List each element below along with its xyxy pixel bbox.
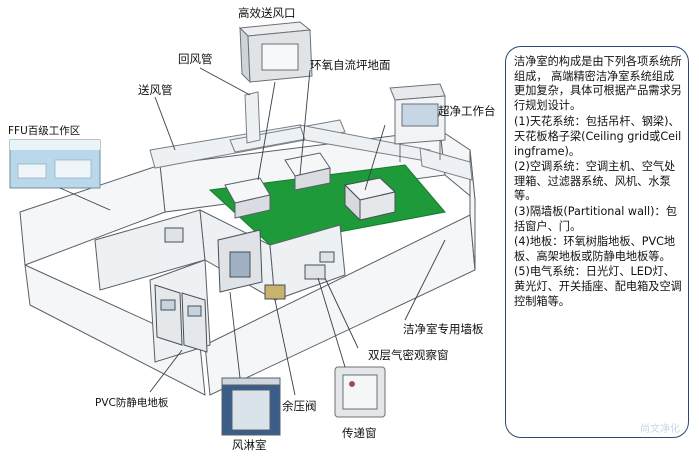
fixture-c xyxy=(304,264,326,280)
door-window-right xyxy=(187,305,202,317)
hepa-box-2-side xyxy=(294,167,331,191)
info-item-electrical: (5)电气系统：日光灯、LED灯、黄光灯、开关插座、配电箱及空调控制箱等。 xyxy=(514,265,682,308)
label-air-shower: 风淋室 xyxy=(232,438,267,452)
label-epoxy-floor: 环氧自流坪地面 xyxy=(310,58,391,72)
pass-box-img-knob xyxy=(349,381,355,387)
leader-ffu xyxy=(59,187,111,211)
front-door-left xyxy=(154,284,183,346)
leader-valve xyxy=(274,299,296,396)
return-duct-vertical xyxy=(244,91,261,144)
wall-fixtures xyxy=(164,227,335,300)
label-ffu-zone: FFU百级工作区 xyxy=(8,125,81,137)
label-hepa-outlet: 高效送风口 xyxy=(238,6,296,20)
info-item-hvac: (2)空调系统：空调主机、空气处理箱、过滤器系统、风机、水泵等。 xyxy=(514,160,676,203)
info-item-floor: (4)地板：环氧树脂地板、PVC地板、高架地板或防静电地板等。 xyxy=(514,235,676,263)
ffu-photo xyxy=(9,139,101,189)
door-window-left xyxy=(160,299,176,311)
bench-side xyxy=(359,191,396,221)
pass-box-img-glass xyxy=(342,374,378,410)
ffu-photo-ceiling xyxy=(10,140,100,150)
info-panel: 洁净室的构成是由下列各项系统所组成， 高端精密洁净室系统组成更加复杂，具体可根据… xyxy=(505,46,689,438)
leader-pass-box xyxy=(317,277,346,368)
label-wall-panel: 洁净室专用墙板 xyxy=(403,322,484,336)
air-shower-img-top xyxy=(221,377,281,386)
watermark-text: 尚文净化 xyxy=(640,424,680,435)
label-pass-box: 传递窗 xyxy=(342,426,377,440)
leader-pvc xyxy=(149,349,183,393)
hepa-outlet-image xyxy=(238,21,313,84)
duct-right-drop xyxy=(419,147,473,181)
label-supply-duct: 送风管 xyxy=(138,83,173,97)
ffu-photo-bench-2 xyxy=(54,159,92,179)
air-shower-image xyxy=(221,377,281,436)
front-doors xyxy=(154,284,208,353)
label-clean-bench: 超净工作台 xyxy=(438,104,496,118)
leader-window xyxy=(324,277,359,349)
left-outer-wall xyxy=(19,164,166,266)
leader-hepa xyxy=(257,81,276,181)
clean-bench-image xyxy=(389,83,446,162)
hepa-box-1-side xyxy=(234,194,271,219)
duct-system xyxy=(149,91,473,181)
leader-bench xyxy=(364,124,386,191)
fixture-d xyxy=(319,251,335,263)
air-shower-img-door xyxy=(231,389,271,431)
ffu-photo-bench-1 xyxy=(17,163,47,179)
label-pressure-valve: 余压阀 xyxy=(282,399,317,413)
leader-return-duct xyxy=(199,67,251,96)
leader-air-shower xyxy=(229,291,241,379)
clean-bench-floor xyxy=(343,177,397,222)
hepa-outlet-grille xyxy=(261,43,299,71)
bench-img-glass xyxy=(401,103,439,127)
label-pvc-floor: PVC防静电地板 xyxy=(95,397,169,409)
air-shower-inner xyxy=(217,229,263,293)
front-left-wall xyxy=(24,264,206,396)
hepa-boxes xyxy=(224,152,331,219)
info-intro: 洁净室的构成是由下列各项系统所组成， 高端精密洁净室系统组成更加复杂，具体可根据… xyxy=(514,55,682,112)
info-item-ceiling: (1)天花系统：包括吊杆、钢梁)、天花板格子梁(Ceiling grid或Cei… xyxy=(514,115,682,158)
fixture-a xyxy=(164,227,184,243)
leader-lines xyxy=(59,67,446,396)
label-observation-window: 双层气密观察窗 xyxy=(368,348,449,362)
label-return-duct: 回风管 xyxy=(178,52,213,66)
leader-epoxy xyxy=(299,69,311,176)
pass-box-image xyxy=(334,366,386,418)
leader-supply-duct xyxy=(154,96,176,151)
leader-wall xyxy=(404,239,446,321)
info-item-partition: (3)隔墙板(Partitional wall)：包括窗户、门。 xyxy=(514,204,677,233)
front-door-right xyxy=(181,292,208,353)
air-shower-slot xyxy=(229,251,251,278)
fixture-b xyxy=(264,284,286,300)
